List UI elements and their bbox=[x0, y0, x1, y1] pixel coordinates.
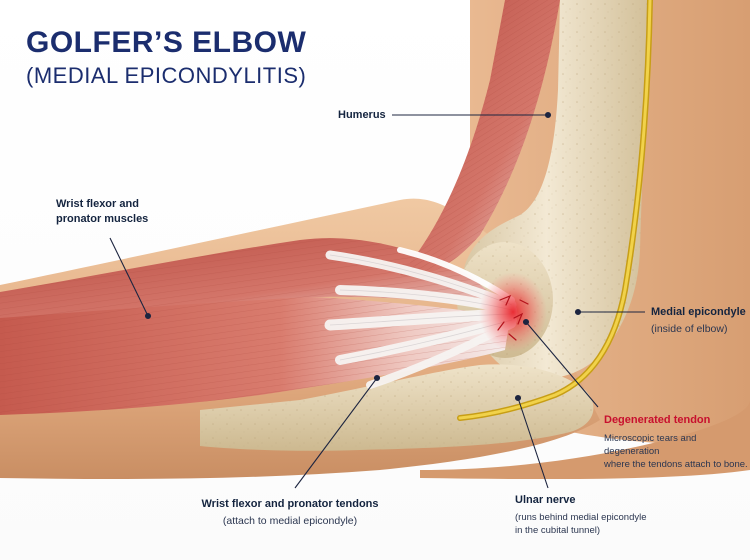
nerve-label-sub1: (runs behind medial epicondyle bbox=[515, 512, 647, 523]
degenerated-label-sub2: where the tendons attach to bone. bbox=[604, 459, 748, 470]
forearm-muscles-upper-fibers bbox=[0, 238, 510, 318]
epicondyle-label: Medial epicondyle (inside of elbow) bbox=[651, 305, 746, 336]
epicondyle-label-sub: (inside of elbow) bbox=[651, 323, 728, 335]
ulna-texture bbox=[200, 364, 594, 451]
tendons-label: Wrist flexor and pronator tendons (attac… bbox=[190, 497, 390, 528]
tendon-tears bbox=[497, 294, 529, 341]
muscles-label-line2: pronator muscles bbox=[56, 213, 149, 225]
leader-nerve bbox=[517, 397, 549, 489]
nerve-label-title: Ulnar nerve bbox=[515, 494, 576, 506]
leader-tendons bbox=[294, 377, 378, 489]
degenerated-label-title: Degenerated tendon bbox=[604, 414, 711, 426]
muscles-label-line1: Wrist flexor and bbox=[56, 198, 139, 210]
nerve-label-sub2: in the cubital tunnel) bbox=[515, 525, 601, 536]
leader-degenerated bbox=[525, 321, 599, 408]
page-title: GOLFER’S ELBOW bbox=[26, 26, 307, 59]
elbow-skin-edge bbox=[420, 400, 750, 480]
muscles-label: Wrist flexor and pronator muscles bbox=[56, 197, 148, 227]
degenerated-label-sub1: Microscopic tears and degeneration bbox=[604, 433, 697, 457]
page-subtitle: (MEDIAL EPICONDYLITIS) bbox=[26, 63, 307, 88]
ulnar-nerve-highlight bbox=[458, 0, 652, 420]
degenerated-label: Degenerated tendon Microscopic tears and… bbox=[604, 413, 750, 471]
humerus-label: Humerus bbox=[338, 109, 386, 121]
epicondyle-label-title: Medial epicondyle bbox=[651, 306, 746, 318]
nerve-label: Ulnar nerve (runs behind medial epicondy… bbox=[515, 493, 647, 537]
tendons-label-sub: (attach to medial epicondyle) bbox=[222, 515, 358, 527]
upper-arm-muscle-fibers bbox=[400, 0, 560, 277]
leader-muscles bbox=[109, 237, 149, 317]
inflammation-glow bbox=[479, 272, 547, 352]
tendons-label-title: Wrist flexor and pronator tendons bbox=[201, 498, 379, 510]
leader-lines bbox=[109, 111, 645, 489]
